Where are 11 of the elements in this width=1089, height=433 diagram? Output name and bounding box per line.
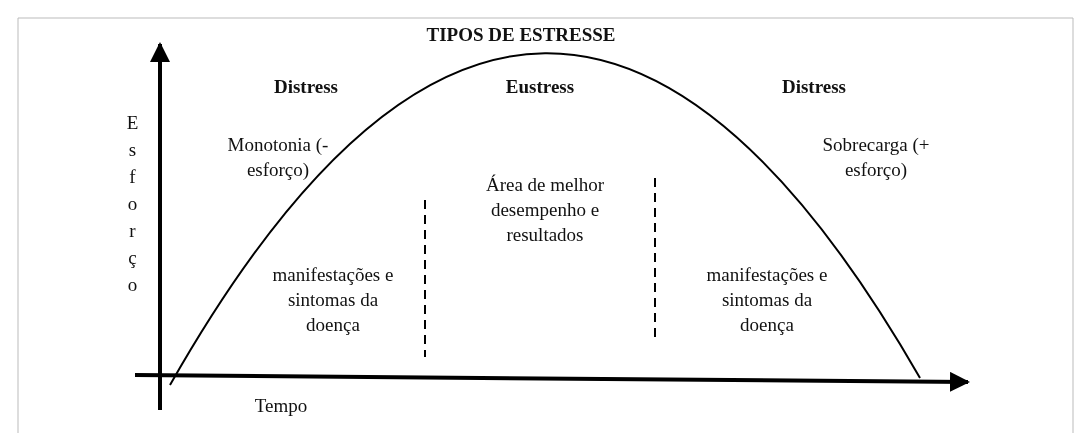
zone-note: manifestações e sintomas da doença [705, 263, 829, 337]
zone-note: Sobrecarga (+ esforço) [821, 133, 931, 182]
zone-heading: Distress [274, 75, 338, 99]
zone-heading: Distress [782, 75, 846, 99]
chart-title: TIPOS DE ESTRESSE [426, 23, 616, 47]
zone-note: Área de melhor desempenho e resultados [484, 173, 606, 247]
axis-title: Tempo [254, 394, 308, 418]
axis-title: Esforço [122, 112, 142, 301]
zone-note: manifestações e sintomas da doença [271, 263, 395, 337]
zone-heading: Eustress [505, 75, 575, 99]
zone-note: Monotonia (- esforço) [226, 133, 330, 182]
